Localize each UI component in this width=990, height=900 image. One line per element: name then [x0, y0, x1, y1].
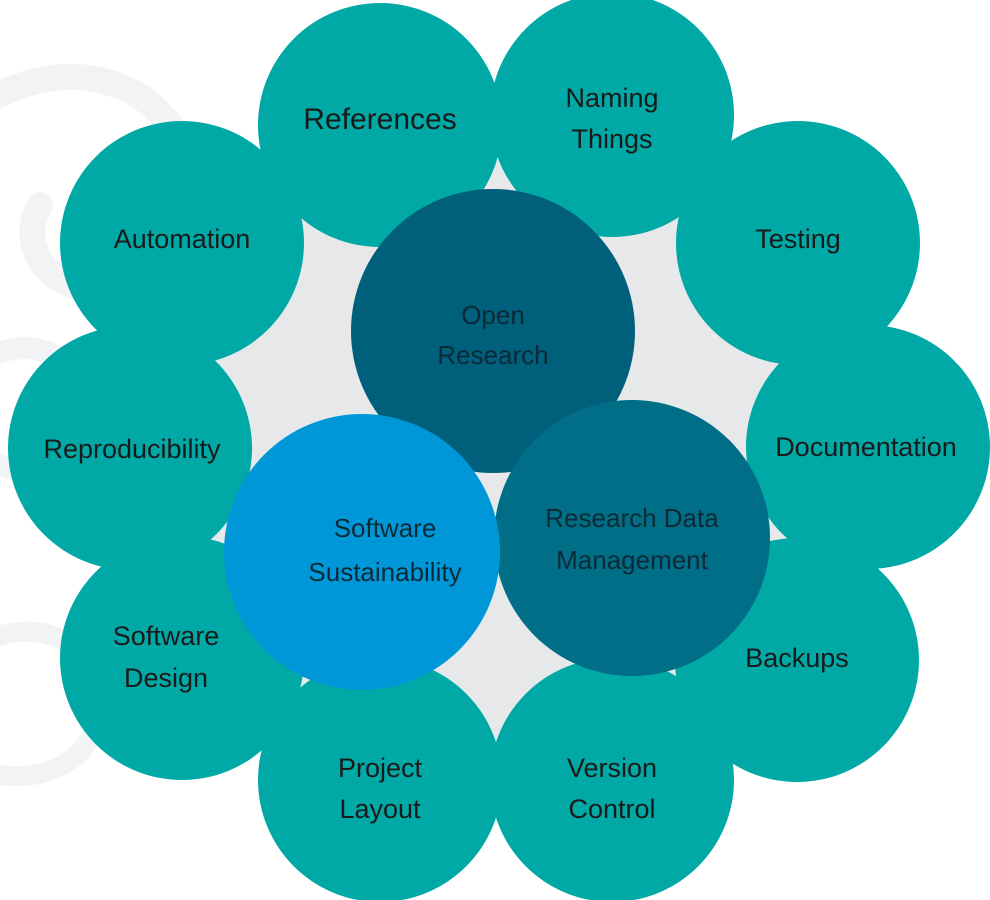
- topic-testing[interactable]: Testing: [676, 121, 920, 365]
- topic-circle: [676, 121, 920, 365]
- topic-circle: [258, 658, 502, 900]
- topic-references[interactable]: References: [258, 3, 502, 247]
- core-circle: [351, 189, 635, 473]
- topic-label: Automation: [114, 224, 251, 254]
- topic-label: Backups: [745, 643, 849, 673]
- topic-circle: [746, 325, 990, 569]
- topic-documentation[interactable]: Documentation: [746, 325, 990, 569]
- topic-circle: [60, 121, 304, 365]
- topic-automation[interactable]: Automation: [60, 121, 304, 365]
- topic-circle: [258, 3, 502, 247]
- topic-label: Testing: [755, 224, 841, 254]
- topic-circle: [8, 326, 252, 570]
- core-circle: [224, 414, 500, 690]
- topic-circle: [490, 0, 734, 237]
- topic-label: References: [303, 103, 456, 136]
- topic-reproducibility[interactable]: Reproducibility: [8, 326, 252, 570]
- topic-circle: [490, 658, 734, 900]
- core-circle: [494, 400, 770, 676]
- topic-label: Reproducibility: [43, 434, 221, 464]
- topic-label: Documentation: [775, 432, 957, 462]
